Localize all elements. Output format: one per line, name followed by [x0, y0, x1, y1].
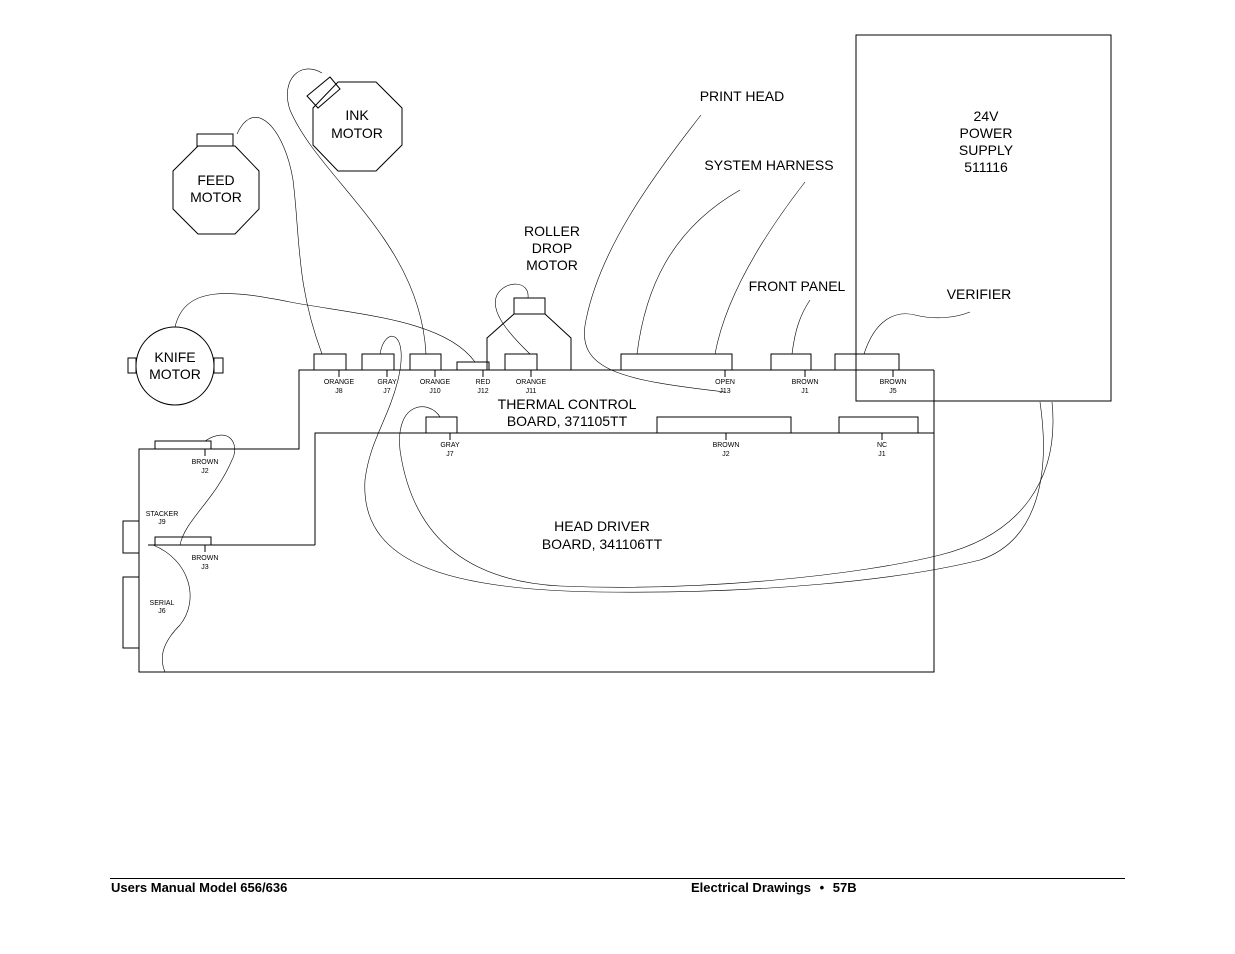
left-j9-color: STACKER	[146, 511, 179, 518]
ink-motor-label-1: INK	[345, 107, 369, 123]
left-connector-j6	[122, 576, 140, 649]
head-connector-j1	[838, 416, 919, 434]
connector-j7	[361, 353, 395, 371]
thermal-j8-color: ORANGE	[324, 379, 355, 386]
roller-drop-motor: ROLLER DROP MOTOR	[486, 223, 580, 370]
left-j6-color: SERIAL	[150, 600, 175, 607]
connector-j12	[456, 361, 490, 371]
head-j1-id: J1	[878, 451, 886, 458]
left-connectors: BROWN J2 STACKER J9 BROWN J3 SERIAL J6	[122, 440, 219, 649]
system-harness-label: SYSTEM HARNESS	[704, 157, 833, 173]
thermal-j8-id: J8	[335, 388, 343, 395]
thermal-j1-id: J1	[801, 388, 809, 395]
thermal-j7-color: GRAY	[377, 379, 397, 386]
thermal-j10-id: J10	[429, 388, 440, 395]
thermal-j11-id: J11	[526, 388, 537, 395]
connector-j1	[770, 353, 812, 371]
head-j1-color: NC	[877, 442, 887, 449]
head-driver-label-1: HEAD DRIVER	[554, 518, 650, 534]
thermal-connectors: ORANGE J8 GRAY J7 ORANGE J10 RED J12 ORA…	[313, 353, 907, 395]
thermal-j7-id: J7	[383, 388, 391, 395]
thermal-board-label-2: BOARD, 371105TT	[507, 413, 628, 429]
ink-motor-label-2: MOTOR	[331, 125, 383, 141]
roller-drop-label-1: ROLLER	[524, 223, 580, 239]
left-j2-color: BROWN	[192, 459, 219, 466]
head-j2-id: J2	[722, 451, 730, 458]
footer-manual-title: Users Manual Model 656/636	[111, 880, 288, 895]
left-j3-color: BROWN	[192, 555, 219, 562]
print-head-label: PRINT HEAD	[700, 88, 785, 104]
left-j6-id: J6	[158, 608, 166, 615]
thermal-j12-id: J12	[477, 388, 488, 395]
footer-rule	[110, 878, 1125, 879]
left-j2-id: J2	[201, 468, 209, 475]
power-supply-label-1: 24V	[974, 108, 1000, 124]
verifier-label: VERIFIER	[947, 286, 1012, 302]
head-driver-board: HEAD DRIVER BOARD, 341106TT	[148, 432, 934, 552]
left-connector-j9	[122, 520, 140, 554]
power-supply-label-2: POWER	[960, 125, 1013, 141]
feed-motor-label-2: MOTOR	[190, 189, 242, 205]
head-j7-color: GRAY	[440, 442, 460, 449]
feed-motor: FEED MOTOR	[172, 133, 260, 235]
knife-motor-label-2: MOTOR	[149, 366, 201, 382]
power-supply: 24V POWER SUPPLY 511116	[855, 34, 1112, 402]
knife-motor: KNIFE MOTOR	[127, 326, 224, 406]
thermal-j10-color: ORANGE	[420, 379, 451, 386]
left-connector-j2	[154, 440, 212, 450]
head-connector-j7	[425, 416, 458, 434]
head-connector-j2	[656, 416, 792, 434]
front-panel-label: FRONT PANEL	[749, 278, 846, 294]
left-connector-j3	[154, 536, 212, 546]
thermal-j5-id: J5	[889, 388, 897, 395]
head-j7-id: J7	[446, 451, 454, 458]
left-j3-id: J3	[201, 564, 209, 571]
wiring-diagram: 24V POWER SUPPLY 511116 THERMAL CONTROL …	[122, 34, 1112, 673]
connector-j8	[313, 353, 347, 371]
thermal-control-board: THERMAL CONTROL BOARD, 371105TT	[138, 369, 935, 673]
footer-page-number: 57B	[832, 880, 857, 895]
feed-motor-label-1: FEED	[197, 172, 234, 188]
connector-j5	[834, 353, 900, 371]
connector-j11	[504, 353, 538, 371]
knife-motor-label-1: KNIFE	[154, 349, 195, 365]
power-supply-label-4: 511116	[964, 159, 1008, 175]
thermal-j1-color: BROWN	[792, 379, 819, 386]
footer-section: Electrical Drawings • 57B	[691, 880, 857, 895]
ink-motor: INK MOTOR	[306, 76, 403, 172]
head-j2-color: BROWN	[713, 442, 740, 449]
connector-j10	[409, 353, 442, 371]
roller-drop-label-3: MOTOR	[526, 257, 578, 273]
power-supply-label-3: SUPPLY	[959, 142, 1014, 158]
thermal-board-label-1: THERMAL CONTROL	[498, 396, 637, 412]
head-connectors: GRAY J7 BROWN J2 NC J1	[425, 416, 919, 458]
thermal-j11-color: ORANGE	[516, 379, 547, 386]
thermal-j13-color: OPEN	[715, 379, 735, 386]
footer-bullet: •	[819, 880, 825, 895]
connector-j13	[620, 353, 733, 371]
thermal-j5-color: BROWN	[880, 379, 907, 386]
roller-drop-label-2: DROP	[532, 240, 572, 256]
wires	[152, 68, 1054, 673]
left-j9-id: J9	[158, 519, 166, 526]
thermal-j12-color: RED	[476, 379, 491, 386]
footer-section-title: Electrical Drawings	[691, 880, 811, 895]
thermal-j13-id: J13	[719, 388, 730, 395]
head-driver-label-2: BOARD, 341106TT	[542, 536, 663, 552]
